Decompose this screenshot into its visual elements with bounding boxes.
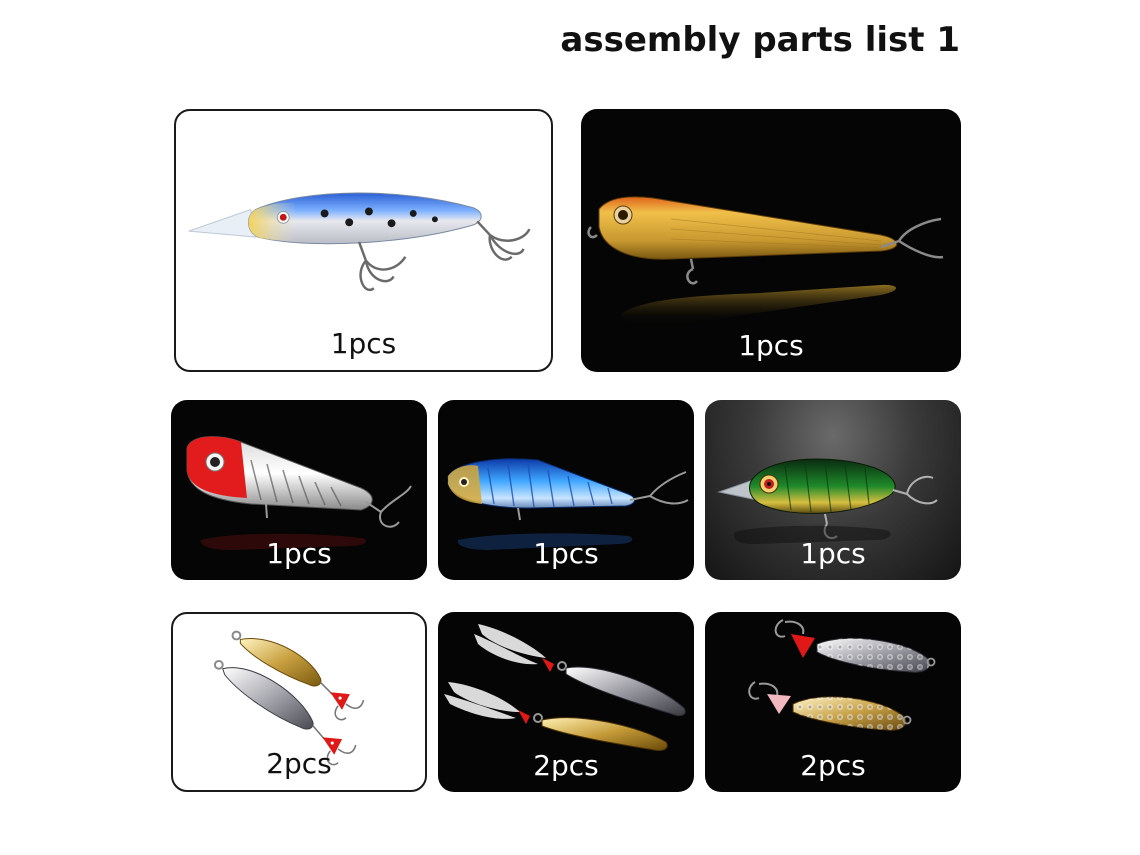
part-quantity: 2pcs (800, 749, 866, 782)
part-quantity: 1pcs (266, 537, 332, 570)
pencil-lure-image (587, 196, 944, 326)
part-card-feather-spoons: 2pcs (438, 612, 694, 792)
vib-lure-image (447, 458, 689, 550)
part-card-hammered-spoons: 2pcs (705, 612, 961, 792)
part-card-crankbait: 1pcs (705, 400, 961, 580)
part-card-pencil: 1pcs (581, 109, 961, 372)
crankbait-lure-image (717, 458, 938, 544)
feather-spoon-lures-image (444, 624, 686, 751)
spoon-lures-image (213, 630, 365, 766)
page-title: assembly parts list 1 (560, 20, 960, 60)
part-quantity: 1pcs (533, 537, 599, 570)
part-card-vib: 1pcs (438, 400, 694, 580)
part-card-spoons: 2pcs (171, 612, 427, 792)
part-quantity: 2pcs (533, 749, 599, 782)
part-card-popper: 1pcs (171, 400, 427, 580)
part-quantity: 2pcs (266, 747, 332, 780)
part-quantity: 1pcs (738, 329, 804, 362)
part-card-minnow: 1pcs (174, 109, 553, 372)
popper-lure-image (186, 436, 412, 550)
hammered-spoon-lures-image (748, 619, 936, 731)
part-quantity: 1pcs (330, 327, 397, 360)
minnow-lure-image (188, 192, 531, 292)
part-quantity: 1pcs (800, 537, 866, 570)
